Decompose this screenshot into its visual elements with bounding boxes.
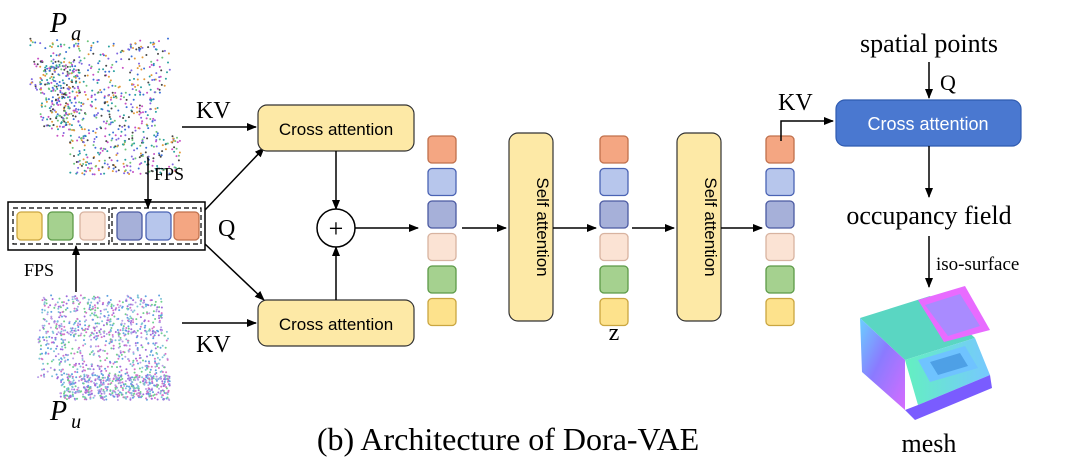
figure-caption: (b) Architecture of Dora-VAE	[317, 421, 699, 457]
plus-label: +	[329, 214, 344, 243]
self-attention-2-block: Self attention	[676, 132, 722, 322]
token-yellow	[765, 297, 795, 327]
token-orange	[765, 135, 795, 164]
token-yellow	[599, 297, 629, 327]
token-yellow	[427, 297, 457, 327]
cross-attention-bottom-block: Cross attention	[257, 299, 415, 347]
token-orange	[427, 135, 457, 164]
arrow-col3-to-cross-right	[780, 117, 834, 141]
token-orange	[599, 135, 629, 164]
fps-bottom-label: FPS	[24, 260, 54, 280]
query-token-yellow	[16, 211, 43, 241]
q-right-label: Q	[940, 70, 956, 95]
token-column-3	[765, 135, 795, 327]
arrow-q-to-cross-top	[204, 147, 265, 211]
self-attention-1-label: Self attention	[533, 177, 552, 276]
z-label: z	[609, 320, 620, 346]
token-purple_blue	[599, 200, 629, 229]
query-token-group-right	[111, 207, 202, 245]
token-green	[765, 265, 795, 294]
token-blue	[765, 167, 795, 197]
cross-attention-right-block: Cross attention	[835, 99, 1022, 147]
token-peach	[427, 232, 457, 262]
query-token-purple_blue	[116, 211, 143, 241]
query-token-peach	[79, 211, 106, 241]
token-peach	[599, 232, 629, 262]
mesh-label: mesh	[902, 429, 957, 458]
token-green	[599, 265, 629, 294]
q-left-label: Q	[218, 216, 235, 242]
fps-top-label: FPS	[154, 164, 184, 184]
query-token-orange	[173, 211, 200, 241]
laptop-point-cloud-icon	[29, 37, 181, 176]
cross-attention-right-label: Cross attention	[867, 114, 988, 134]
laptop-mesh-icon	[860, 286, 992, 420]
token-purple_blue	[765, 200, 795, 229]
query-token-group-left	[12, 207, 110, 245]
kv-top-label: KV	[196, 98, 231, 124]
laptop-uniform-point-cloud-icon	[37, 294, 171, 401]
token-purple_blue	[427, 200, 457, 229]
cross-attention-bottom-label: Cross attention	[279, 315, 393, 334]
kv-right-label: KV	[778, 90, 813, 116]
self-attention-2-label: Self attention	[701, 177, 720, 276]
spatial-points-label: spatial points	[860, 29, 998, 58]
occupancy-field-label: occupancy field	[846, 201, 1011, 230]
token-peach	[765, 232, 795, 262]
arrow-q-to-cross-bottom	[204, 243, 265, 301]
kv-bottom-label: KV	[196, 332, 231, 358]
token-green	[427, 265, 457, 294]
token-column-1	[427, 135, 457, 327]
cross-attention-top-label: Cross attention	[279, 120, 393, 139]
query-token-box	[7, 201, 206, 251]
latent-token-column	[599, 135, 629, 327]
token-blue	[599, 167, 629, 197]
token-blue	[427, 167, 457, 197]
self-attention-1-block: Self attention	[508, 132, 554, 322]
query-tokens	[16, 211, 200, 241]
query-token-blue	[145, 211, 172, 241]
cross-attention-top-block: Cross attention	[257, 104, 415, 152]
iso-surface-label: iso-surface	[936, 254, 1019, 275]
query-token-green	[47, 211, 74, 241]
